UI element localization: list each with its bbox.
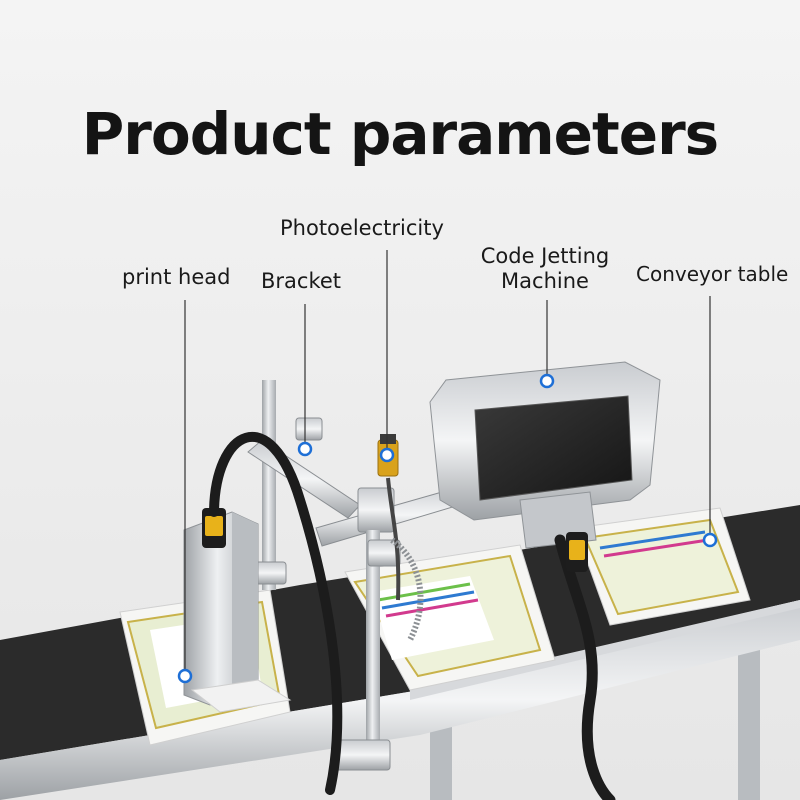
print-head-cable [209, 431, 343, 795]
bracket-knob [367, 539, 401, 567]
marker-dot [177, 668, 193, 684]
flex-hose [390, 537, 424, 642]
conveyor-rail-edge [410, 600, 800, 700]
machine-cable [554, 534, 616, 800]
sensor-cable [386, 477, 401, 601]
marker-dot [702, 532, 718, 548]
bracket-support [366, 530, 380, 770]
label-print-head: print head [122, 265, 231, 289]
conveyor-leg [738, 650, 760, 800]
marker-dot [379, 447, 395, 463]
label-conveyor-table: Conveyor table [636, 262, 789, 286]
bracket-pole [262, 380, 276, 590]
print-head [183, 508, 292, 713]
label-code-jetting-line1: Code Jetting [480, 244, 610, 268]
machine-cable-connector-accent [569, 540, 585, 560]
bracket-foot [334, 739, 391, 771]
code-jetting-machine [429, 361, 661, 549]
marker-dot [539, 373, 555, 389]
label-code-jetting-line2: Machine [501, 269, 589, 293]
label-bracket: Bracket [261, 269, 342, 293]
bracket-clamp [295, 417, 323, 441]
page-title: Product parameters [81, 100, 719, 168]
marker-dot [297, 441, 313, 457]
label-photoelectricity: Photoelectricity [280, 216, 444, 240]
label-code-jetting-machine: Code Jetting Machine [470, 244, 620, 294]
